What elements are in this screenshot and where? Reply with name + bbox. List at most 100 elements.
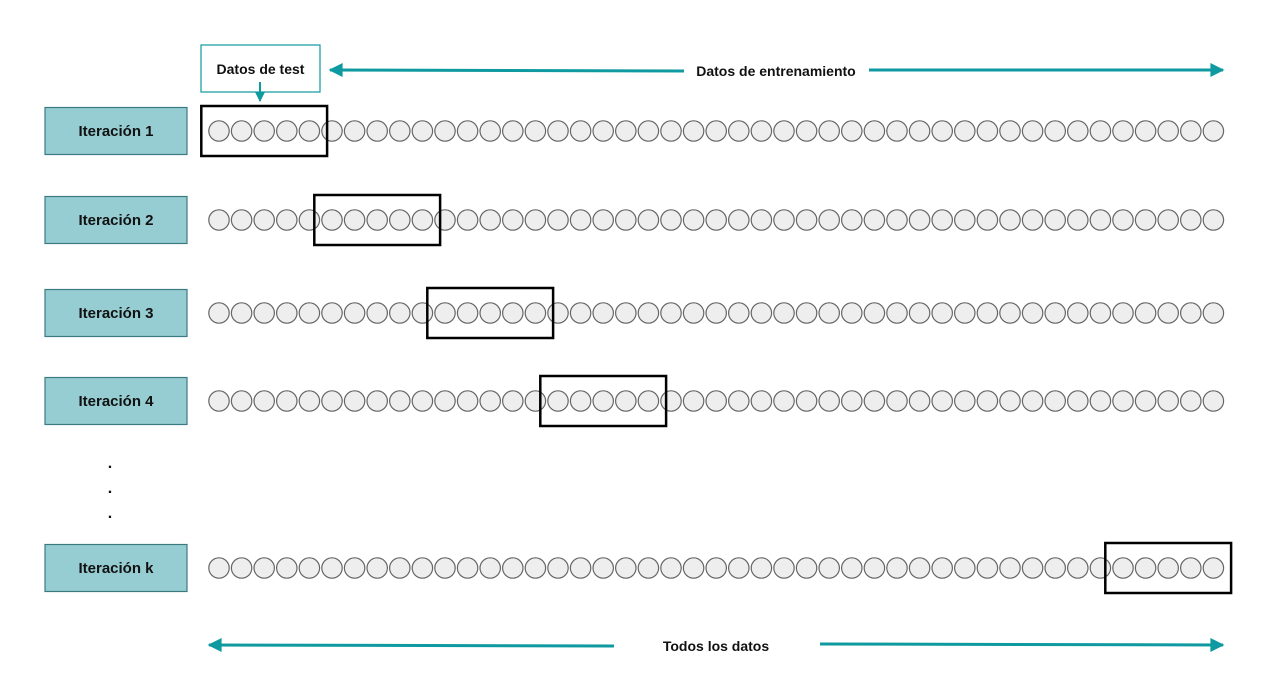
train-sample-circle <box>976 302 999 324</box>
train-sample-circle <box>456 390 479 412</box>
iteration-label: Iteración 3 <box>78 305 153 322</box>
train-sample-circle <box>1021 120 1044 142</box>
test-fold-highlight <box>200 104 329 158</box>
test-sample-circle <box>1180 557 1202 579</box>
train-sample-circle <box>275 390 298 412</box>
train-sample-circle <box>1202 390 1225 412</box>
train-sample-circle <box>547 557 569 579</box>
iteration-row: Iteración 4 <box>44 374 1225 428</box>
train-sample-circle <box>818 209 840 231</box>
train-sample-circle <box>999 302 1021 324</box>
test-data-label: Datos de test <box>217 61 305 77</box>
test-fold-highlight <box>426 286 555 340</box>
train-sample-circle <box>886 302 908 324</box>
train-sample-circle <box>501 390 524 412</box>
train-sample-circle <box>705 209 727 231</box>
train-sample-circle <box>1089 390 1112 412</box>
train-sample-circle <box>1157 390 1179 412</box>
iteration-row: Iteración 1 <box>44 104 1225 158</box>
test-sample-circle <box>1202 557 1225 579</box>
train-sample-circle <box>366 302 388 324</box>
test-fold-highlight <box>539 374 668 428</box>
all-data-arrow-right <box>819 637 1225 652</box>
train-sample-circle <box>388 557 411 579</box>
train-sample-circle <box>795 557 818 579</box>
iteration-label-box <box>44 376 188 426</box>
train-sample-circle <box>1044 302 1066 324</box>
test-sample-circle <box>366 209 388 231</box>
training-data-annotation: Datos de entrenamiento <box>328 63 1225 79</box>
train-sample-circle <box>253 302 276 324</box>
ellipsis-dot: . <box>108 455 112 472</box>
train-sample-circle <box>886 390 908 412</box>
train-sample-circle <box>1157 209 1179 231</box>
test-sample-circle <box>1157 557 1179 579</box>
train-sample-circle <box>208 302 230 324</box>
train-sample-circle <box>479 390 501 412</box>
test-sample-circle <box>208 120 230 142</box>
train-sample-circle <box>321 302 343 324</box>
train-sample-circle <box>343 390 366 412</box>
train-sample-circle <box>1089 120 1112 142</box>
test-sample-circle <box>434 302 456 324</box>
train-sample-circle <box>931 120 953 142</box>
train-sample-circle <box>705 390 727 412</box>
train-sample-circle <box>298 557 321 579</box>
train-sample-circle <box>931 302 953 324</box>
train-sample-circle <box>524 390 547 412</box>
train-sample-circle <box>1089 557 1112 579</box>
train-sample-circle <box>479 557 501 579</box>
train-sample-circle <box>614 302 637 324</box>
train-sample-circle <box>1067 120 1089 142</box>
test-sample-circle <box>411 209 434 231</box>
train-sample-circle <box>863 209 886 231</box>
train-sample-circle <box>818 120 840 142</box>
train-sample-circle <box>1067 302 1089 324</box>
train-sample-circle <box>705 557 727 579</box>
all-data-arrow-left <box>207 638 615 653</box>
train-sample-circle <box>1134 390 1157 412</box>
train-sample-circle <box>976 557 999 579</box>
train-sample-circle <box>208 390 230 412</box>
train-sample-circle <box>479 209 501 231</box>
train-sample-circle <box>976 120 999 142</box>
ellipsis-dot: . <box>108 505 112 522</box>
train-sample-circle <box>773 302 795 324</box>
test-sample-circle <box>479 302 501 324</box>
train-sample-circle <box>547 302 569 324</box>
vertical-ellipsis: . . . <box>108 455 112 522</box>
train-sample-circle <box>343 302 366 324</box>
train-sample-circle <box>366 120 388 142</box>
test-sample-circle <box>501 302 524 324</box>
train-sample-circle <box>976 209 999 231</box>
train-sample-circle <box>660 390 682 412</box>
train-sample-circle <box>773 557 795 579</box>
iteration-label-box <box>44 106 188 156</box>
train-sample-circle <box>366 390 388 412</box>
train-sample-circle <box>863 390 886 412</box>
test-sample-circle <box>524 302 547 324</box>
train-sample-circle <box>592 557 614 579</box>
train-sample-circle <box>253 209 276 231</box>
train-sample-circle <box>1021 390 1044 412</box>
train-sample-circle <box>569 209 592 231</box>
train-sample-circle <box>524 209 547 231</box>
train-sample-circle <box>1157 302 1179 324</box>
iteration-label: Iteración 2 <box>78 212 153 229</box>
train-sample-circle <box>230 557 253 579</box>
train-sample-circle <box>592 209 614 231</box>
train-sample-circle <box>750 302 773 324</box>
train-sample-circle <box>1202 120 1225 142</box>
all-data-label: Todos los datos <box>663 638 770 654</box>
train-sample-circle <box>886 557 908 579</box>
train-sample-circle <box>298 302 321 324</box>
train-sample-circle <box>614 557 637 579</box>
test-sample-circle <box>230 120 253 142</box>
train-sample-circle <box>547 209 569 231</box>
train-sample-circle <box>501 209 524 231</box>
iteration-label: Iteración 1 <box>78 123 153 140</box>
train-sample-circle <box>637 120 660 142</box>
train-sample-circle <box>1067 209 1089 231</box>
all-data-annotation: Todos los datos <box>207 637 1225 654</box>
train-sample-circle <box>253 557 276 579</box>
